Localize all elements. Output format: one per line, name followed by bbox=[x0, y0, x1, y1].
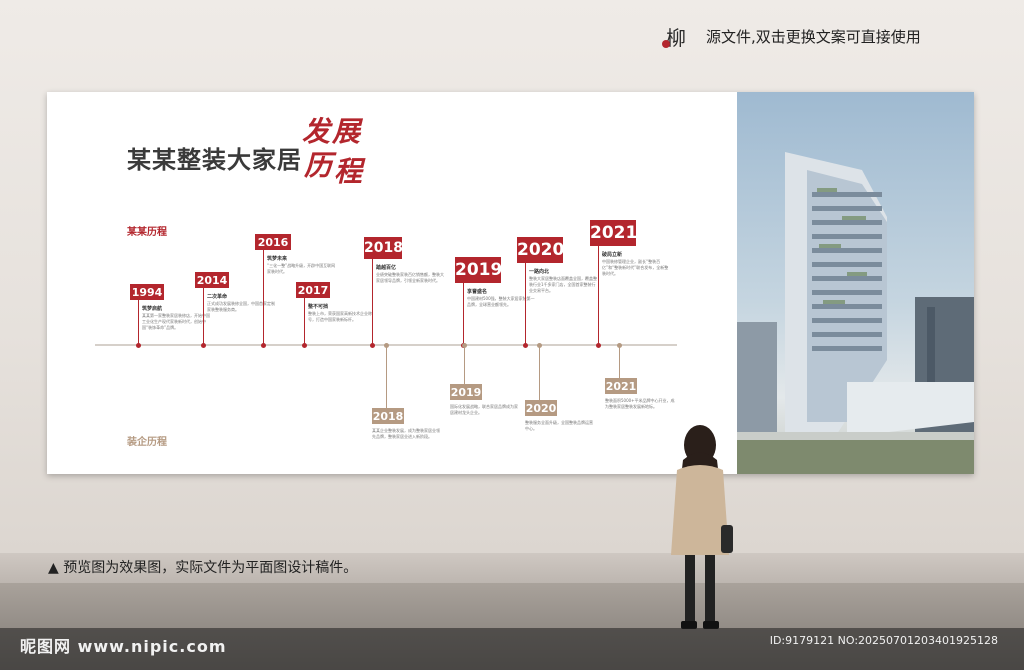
upper-section-label: 某某历程 bbox=[127, 227, 167, 238]
upper-event-dot bbox=[523, 343, 528, 348]
upper-event-year: 1994 bbox=[130, 284, 164, 300]
building-photo bbox=[737, 92, 974, 474]
upper-event-dot bbox=[370, 343, 375, 348]
upper-event-stem bbox=[203, 288, 204, 345]
lower-event-stem bbox=[619, 345, 620, 378]
lower-section-label: 装企历程 bbox=[127, 437, 167, 448]
lower-event-year: 2018 bbox=[372, 408, 404, 424]
upper-event-stem bbox=[138, 300, 139, 345]
lower-event-desc: 整装服务全面升级，全国整装品牌运营中心。 bbox=[525, 420, 593, 431]
lower-event-year: 2021 bbox=[605, 378, 637, 394]
upper-event-title: 一路向北 bbox=[529, 269, 550, 275]
timeline-board: 某某整装大家居 发 展 历 程 某某历程 装企历程 1994 筑梦启航某某第一家整… bbox=[47, 92, 974, 474]
lower-event-desc: 整装面积5000+平米品牌中心开业，成为整装家居整装发展新地标。 bbox=[605, 398, 675, 409]
upper-event-stem bbox=[463, 283, 464, 345]
lower-event-dot bbox=[617, 343, 622, 348]
upper-event-desc: 正式成功发展装修全国，中国首家定制家装整装服务商。 bbox=[207, 301, 275, 312]
upper-event-dot bbox=[596, 343, 601, 348]
upper-event-desc: 中国建材500强，整装大家居家装第一品牌，全球营业额领先。 bbox=[467, 296, 535, 307]
image-id: ID:9179121 NO:20250701203401925128 bbox=[769, 634, 998, 647]
upper-event-stem bbox=[525, 263, 526, 345]
baseboard bbox=[0, 553, 1024, 583]
upper-event-title: 踏越百亿 bbox=[376, 265, 397, 271]
upper-event-dot bbox=[302, 343, 307, 348]
upper-event-desc: 中国装修管理企业，副长“整装百亿”和“整装新时代”联合发布，全新整装时代。 bbox=[602, 259, 669, 276]
calligraphy-title: 发 展 历 程 bbox=[302, 115, 363, 188]
upper-event-year: 2017 bbox=[296, 282, 330, 298]
upper-event-year: 2016 bbox=[255, 234, 291, 250]
visitor-figure bbox=[671, 425, 733, 629]
watermark-bar bbox=[0, 628, 1024, 670]
upper-event-stem bbox=[372, 259, 373, 345]
upper-event-desc: 业绩突破整装家装百亿销售额，整装大家居领导品牌，引领全新家装时代。 bbox=[376, 272, 444, 283]
board-title: 某某整装大家居 bbox=[127, 146, 302, 174]
lower-event-desc: 某某企业整装发展，成为整装家居业领先品牌，整装家居业进入新阶段。 bbox=[372, 428, 440, 439]
lower-event-dot bbox=[462, 343, 467, 348]
upper-event-desc: 某某第一家整装家居装修店，开始中国工业化生产现代家装新时代，创始中国“装饰革命”… bbox=[142, 313, 210, 330]
timeline-panel: 某某整装大家居 发 展 历 程 某某历程 装企历程 1994 筑梦启航某某第一家整… bbox=[47, 92, 737, 474]
upper-event-title: 二次革命 bbox=[207, 294, 228, 300]
upper-event-dot bbox=[261, 343, 266, 348]
lower-event-year: 2020 bbox=[525, 400, 557, 416]
lower-event-year: 2019 bbox=[450, 384, 482, 400]
lower-event-dot bbox=[384, 343, 389, 348]
upper-event-stem bbox=[263, 250, 264, 345]
upper-event-desc: 整装上市，荣获国家高新技术企业称号，打造中国家装新标杆。 bbox=[308, 311, 372, 322]
upper-event-year: 2021 bbox=[590, 220, 637, 246]
upper-event-year: 2020 bbox=[517, 237, 564, 263]
upper-event-dot bbox=[136, 343, 141, 348]
site-logo: 昵图网 www.nipic.com bbox=[20, 637, 227, 656]
lower-event-stem bbox=[539, 345, 540, 400]
upper-event-stem bbox=[598, 246, 599, 345]
upper-event-desc: 整装大家居整装店面覆盖全国，覆盖整装行业1千多家门店，全国首家整装行业交易平台。 bbox=[529, 276, 597, 293]
upper-event-title: 筑梦未来 bbox=[267, 256, 288, 262]
upper-event-desc: “三化一整”战略升级，开辟中国互联网家装时代。 bbox=[267, 263, 336, 274]
lower-event-stem bbox=[464, 345, 465, 384]
lower-event-stem bbox=[386, 345, 387, 408]
top-note-text: 源文件,双击更换文案可直接使用 bbox=[706, 27, 921, 46]
upper-event-year: 2019 bbox=[455, 257, 502, 283]
seal-logo: 柳 bbox=[660, 20, 696, 52]
preview-disclaimer: ▲ 预览图为效果图，实际文件为平面图设计稿件。 bbox=[48, 560, 358, 576]
upper-event-title: 享誉盛名 bbox=[467, 289, 488, 295]
upper-event-dot bbox=[201, 343, 206, 348]
upper-event-title: 整不可挡 bbox=[308, 304, 329, 310]
upper-event-year: 2018 bbox=[364, 237, 403, 259]
lower-event-desc: 国际化发展战略，联合家居品牌成为家居建材龙头企业。 bbox=[450, 404, 518, 415]
seal-stamp-icon bbox=[662, 40, 670, 48]
upper-event-year: 2014 bbox=[195, 272, 229, 288]
upper-event-stem bbox=[304, 298, 305, 345]
lower-event-dot bbox=[537, 343, 542, 348]
building-illustration bbox=[737, 152, 974, 474]
upper-event-title: 破局立新 bbox=[602, 252, 623, 258]
top-note: 柳 源文件,双击更换文案可直接使用 bbox=[660, 20, 921, 52]
upper-event-title: 筑梦启航 bbox=[142, 306, 163, 312]
